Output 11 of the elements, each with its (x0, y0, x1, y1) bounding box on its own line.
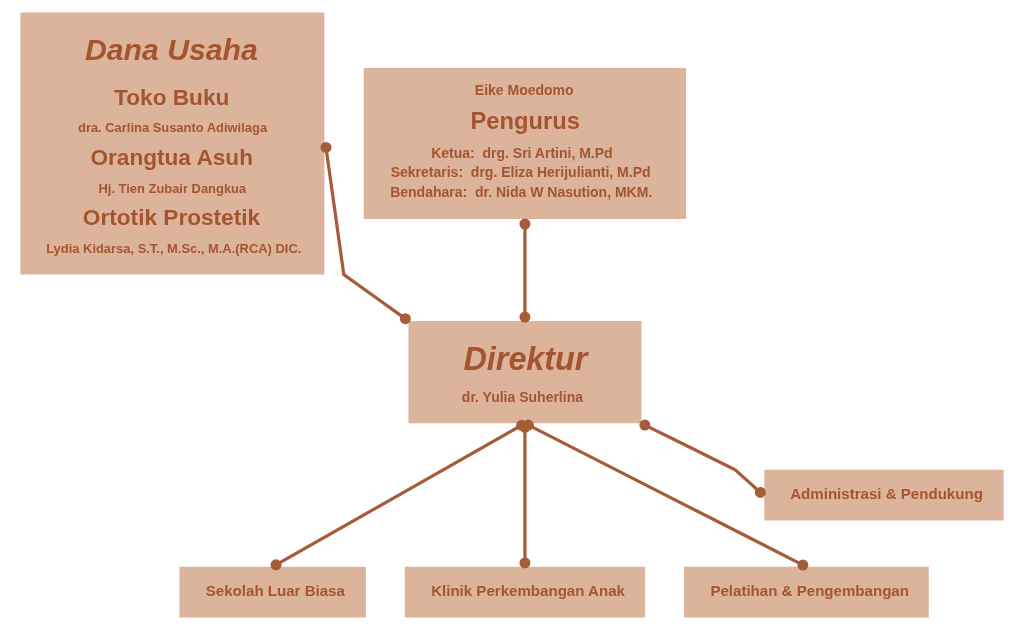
node-box: Eike Moedomo Pengurus Ketua: drg. Sri Artini, M.Pd Sekretaris: drg. Eliza Herijulianti, M.Pd Bendahara: dr. Nida W Nasution, MKM. (363, 68, 687, 220)
node-box: Direktur dr. Yulia Suherlina (408, 320, 642, 424)
node-box: Administrasi & Pendukung (764, 469, 1004, 521)
node-box: Dana Usaha Toko Buku dra. Carlina Susanto Adiwilaga Orangtua Asuh Hj. Tien Zubair Dangkua Ortotik Prostetik Lydia Kidarsa, S.T., M.Sc., M.A.(RCA) DIC. (20, 12, 325, 275)
connector (639, 419, 766, 498)
connector (522, 419, 809, 571)
node-box: Klinik Perkembangan Anak (404, 566, 646, 618)
connector (519, 218, 531, 323)
connector (320, 141, 411, 325)
node-box: Sekolah Luar Biasa (179, 566, 366, 618)
node-box: Pelatihan & Pengembangan (684, 566, 929, 618)
